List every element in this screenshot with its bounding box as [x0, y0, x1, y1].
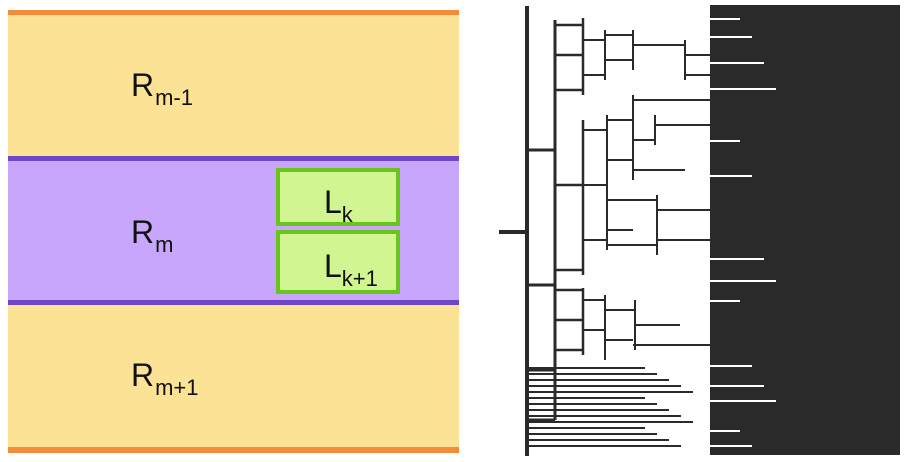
- block-first-label: Lk: [324, 184, 353, 228]
- leaf-gap-3: [710, 88, 776, 90]
- leaf-gap-1: [710, 36, 752, 38]
- leaf-gap-2: [710, 62, 764, 64]
- region-upper: Rm-1: [8, 10, 459, 156]
- leaf-gap-4: [710, 140, 740, 142]
- block-second-base: L: [324, 248, 342, 284]
- leaf-gap-10: [710, 385, 764, 387]
- region-upper-sub: m-1: [155, 85, 193, 110]
- block-first-base: L: [324, 184, 342, 220]
- block-second-label: Lk+1: [324, 248, 378, 292]
- region-upper-label: Rm-1: [131, 67, 193, 111]
- block-first: Lk: [276, 168, 400, 228]
- leaf-gap-13: [710, 445, 752, 447]
- region-lower-sub: m+1: [155, 375, 199, 400]
- region-middle-sub: m: [155, 232, 174, 257]
- block-second: Lk+1: [276, 230, 400, 294]
- leaf-gap-7: [710, 280, 776, 282]
- dendrogram: [499, 5, 900, 456]
- block-first-sub: k: [341, 202, 353, 227]
- leaf-gap-0: [710, 18, 740, 20]
- region-middle-base: R: [131, 214, 155, 250]
- region-lower-label: Rm+1: [131, 357, 199, 401]
- region-middle-label: Rm: [131, 214, 173, 258]
- region-lower-base: R: [131, 357, 155, 393]
- leaf-gap-11: [710, 400, 776, 402]
- leaf-gap-5: [710, 175, 752, 177]
- leaf-gap-6: [710, 258, 764, 260]
- leaf-gap-12: [710, 430, 740, 432]
- region-upper-base: R: [131, 67, 155, 103]
- leaf-block: [710, 5, 900, 455]
- leaf-gap-9: [710, 365, 752, 367]
- region-lower: Rm+1: [8, 305, 459, 453]
- dendrogram-branches: [499, 5, 900, 456]
- block-second-sub: k+1: [341, 266, 378, 291]
- leaf-gap-8: [710, 300, 740, 302]
